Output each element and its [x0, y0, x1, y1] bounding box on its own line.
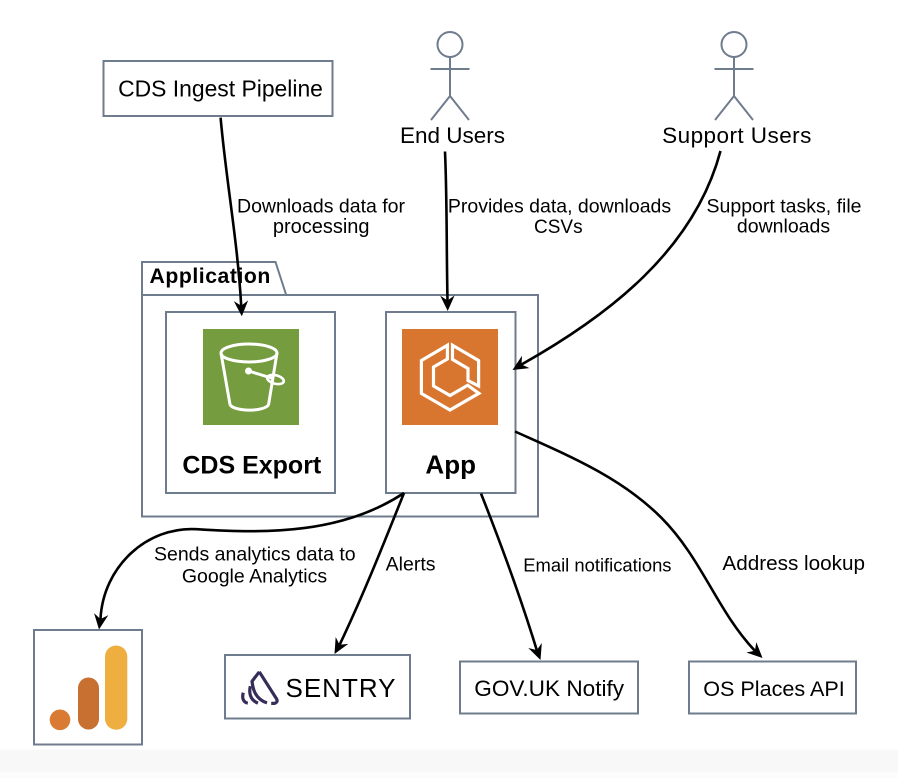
svg-text:Address lookup: Address lookup [722, 552, 865, 575]
svg-text:Support Users: Support Users [662, 123, 812, 148]
svg-text:CDS Export: CDS Export [182, 451, 322, 479]
svg-text:CDS Ingest Pipeline: CDS Ingest Pipeline [118, 75, 323, 101]
svg-text:App: App [425, 449, 476, 479]
svg-text:processing: processing [273, 216, 370, 238]
svg-text:Google Analytics: Google Analytics [182, 565, 328, 587]
svg-text:Alerts: Alerts [386, 554, 436, 576]
svg-text:downloads: downloads [737, 216, 830, 238]
svg-text:SENTRY: SENTRY [286, 673, 397, 703]
svg-text:Support tasks, file: Support tasks, file [707, 196, 862, 218]
svg-text:Application: Application [150, 265, 271, 288]
svg-text:End Users: End Users [400, 123, 505, 148]
svg-text:Provides data, downloads: Provides data, downloads [448, 195, 672, 217]
svg-text:OS Places API: OS Places API [703, 676, 845, 701]
svg-text:Downloads data for: Downloads data for [237, 196, 406, 218]
svg-text:Email notifications: Email notifications [523, 555, 671, 576]
svg-text:CSVs: CSVs [534, 217, 583, 238]
svg-text:GOV.UK Notify: GOV.UK Notify [474, 676, 625, 701]
svg-text:Sends analytics data to: Sends analytics data to [154, 544, 356, 566]
